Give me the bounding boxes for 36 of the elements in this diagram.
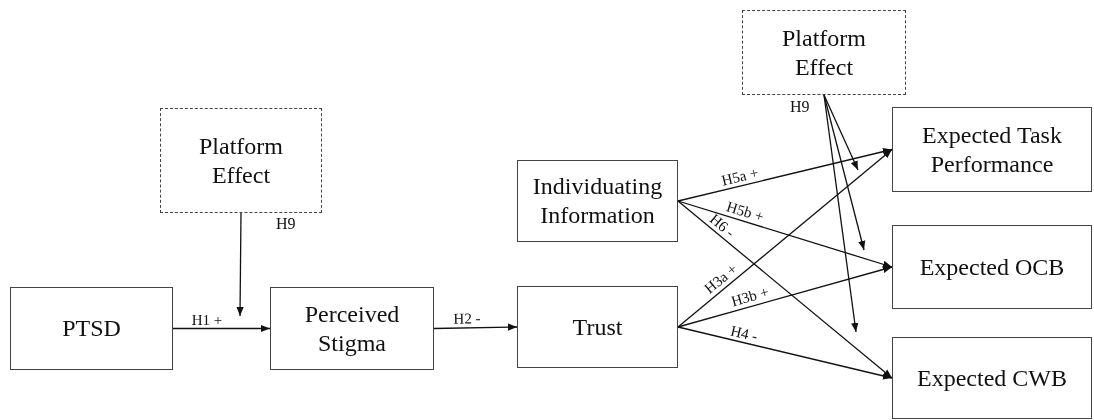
construct-box xyxy=(892,225,1092,309)
hypothesis-label: H9 xyxy=(790,98,810,116)
edge-label: H2 - xyxy=(453,311,481,327)
construct-box xyxy=(892,337,1092,419)
node-text: Perceived Stigma xyxy=(303,299,401,358)
arrow xyxy=(823,94,859,333)
arrow xyxy=(677,200,893,268)
node-text: Expected Task Performance xyxy=(921,120,1063,179)
construct-box xyxy=(892,107,1092,192)
edge-label: H5a + xyxy=(720,165,760,189)
arrow xyxy=(677,200,893,379)
arrow xyxy=(677,148,893,328)
construct-box xyxy=(517,286,678,368)
construct-box xyxy=(270,287,434,370)
node-text: Expected OCB xyxy=(919,252,1065,282)
arrow xyxy=(677,265,893,328)
node-text: Platform Effect xyxy=(198,131,284,190)
construct-box xyxy=(517,160,678,242)
edge-label: H4 - xyxy=(729,323,760,344)
moderator-box xyxy=(742,10,906,95)
node-text: Platform Effect xyxy=(781,23,867,82)
arrow xyxy=(677,326,893,380)
arrow xyxy=(677,148,893,202)
arrow xyxy=(433,323,518,331)
node-text: Individuating Information xyxy=(531,172,664,230)
arrow xyxy=(172,324,271,333)
edge-label: H1 + xyxy=(191,312,223,327)
arrow xyxy=(236,212,244,317)
arrow xyxy=(823,94,859,171)
construct-box xyxy=(10,287,173,370)
node-text: PTSD xyxy=(62,314,121,343)
node-text: Trust xyxy=(572,312,623,342)
node-text: Expected CWB xyxy=(917,363,1067,393)
edge-label: H3b + xyxy=(730,284,771,310)
moderator-box xyxy=(160,108,322,213)
hypothesis-label: H9 xyxy=(276,215,296,233)
